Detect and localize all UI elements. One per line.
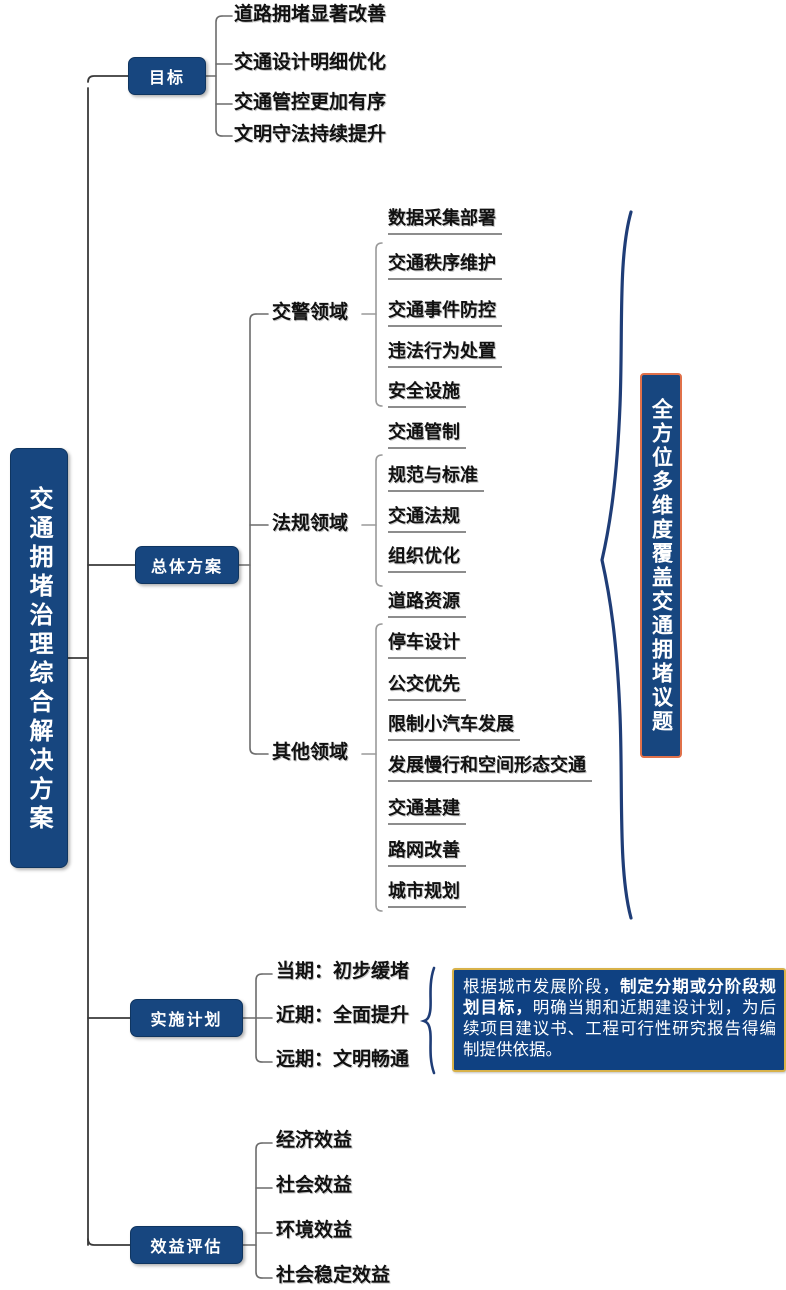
leaf-police-4[interactable]: 违法行为处置: [388, 341, 502, 368]
slogan-text: 全方位多维度覆盖交通拥堵议题: [649, 397, 674, 734]
leaf-benefit-1[interactable]: 经济效益: [276, 1129, 353, 1151]
branch-node-goal-label: 目标: [148, 68, 185, 87]
leaf-regulation-1[interactable]: 交通管制: [388, 422, 466, 449]
leaf-implementation-3[interactable]: 远期：文明畅通: [276, 1048, 410, 1070]
implementation-callout-box: 根据城市发展阶段，制定分期或分阶段规划目标，明确当期和近期建设计划，为后续项目建…: [452, 968, 786, 1072]
leaf-police-3[interactable]: 交通事件防控: [388, 300, 502, 327]
leaf-others-3[interactable]: 公交优先: [388, 674, 466, 701]
root-node[interactable]: 交通拥堵治理综合解决方案: [10, 448, 68, 868]
leaf-benefit-4[interactable]: 社会稳定效益: [276, 1264, 391, 1286]
leaf-police-2[interactable]: 交通秩序维护: [388, 253, 502, 280]
group-label-others[interactable]: 其他领域: [272, 741, 349, 763]
leaf-police-5[interactable]: 安全设施: [388, 381, 466, 408]
leaf-regulation-4[interactable]: 组织优化: [388, 546, 466, 573]
branch-node-implementation-plan-label: 实施计划: [150, 1010, 223, 1029]
callout-part2: 明确当期和近期建设计划，为后续项目建议书、工程可行性研究报告得编制提供依据。: [463, 998, 777, 1060]
leaf-goal-1[interactable]: 道路拥堵显著改善: [234, 3, 387, 25]
branch-node-benefit-evaluation-label: 效益评估: [150, 1237, 223, 1256]
leaf-others-5[interactable]: 发展慢行和空间形态交通: [388, 755, 592, 782]
branch-node-benefit-evaluation[interactable]: 效益评估: [130, 1226, 243, 1264]
leaf-goal-3[interactable]: 交通管控更加有序: [234, 91, 387, 113]
leaf-others-7[interactable]: 路网改善: [388, 840, 466, 867]
callout-part1: 根据城市发展阶段，: [463, 977, 620, 996]
leaf-others-1[interactable]: 道路资源: [388, 591, 466, 618]
group-label-regulation[interactable]: 法规领域: [272, 512, 349, 534]
root-node-label: 交通拥堵治理综合解决方案: [25, 486, 53, 834]
leaf-regulation-3[interactable]: 交通法规: [388, 506, 466, 533]
leaf-goal-4[interactable]: 文明守法持续提升: [234, 123, 387, 145]
branch-node-overall-plan-label: 总体方案: [150, 557, 223, 576]
group-label-traffic-police[interactable]: 交警领域: [272, 301, 349, 323]
slogan-highlight-box: 全方位多维度覆盖交通拥堵议题: [640, 373, 682, 758]
branch-node-goal[interactable]: 目标: [128, 57, 206, 95]
branch-node-overall-plan[interactable]: 总体方案: [135, 546, 239, 584]
leaf-benefit-3[interactable]: 环境效益: [276, 1219, 353, 1241]
leaf-benefit-2[interactable]: 社会效益: [276, 1174, 353, 1196]
leaf-others-2[interactable]: 停车设计: [388, 632, 466, 659]
leaf-implementation-1[interactable]: 当期：初步缓堵: [276, 960, 410, 982]
branch-node-implementation-plan[interactable]: 实施计划: [130, 999, 243, 1037]
leaf-police-1[interactable]: 数据采集部署: [388, 208, 502, 235]
leaf-goal-2[interactable]: 交通设计明细优化: [234, 51, 387, 73]
leaf-implementation-2[interactable]: 近期：全面提升: [276, 1004, 410, 1026]
leaf-others-8[interactable]: 城市规划: [388, 881, 466, 908]
leaf-regulation-2[interactable]: 规范与标准: [388, 465, 484, 492]
leaf-others-4[interactable]: 限制小汽车发展: [388, 714, 520, 741]
leaf-others-6[interactable]: 交通基建: [388, 798, 466, 825]
callout-bold: 制定分期或分阶段规划目标，: [463, 977, 777, 1018]
